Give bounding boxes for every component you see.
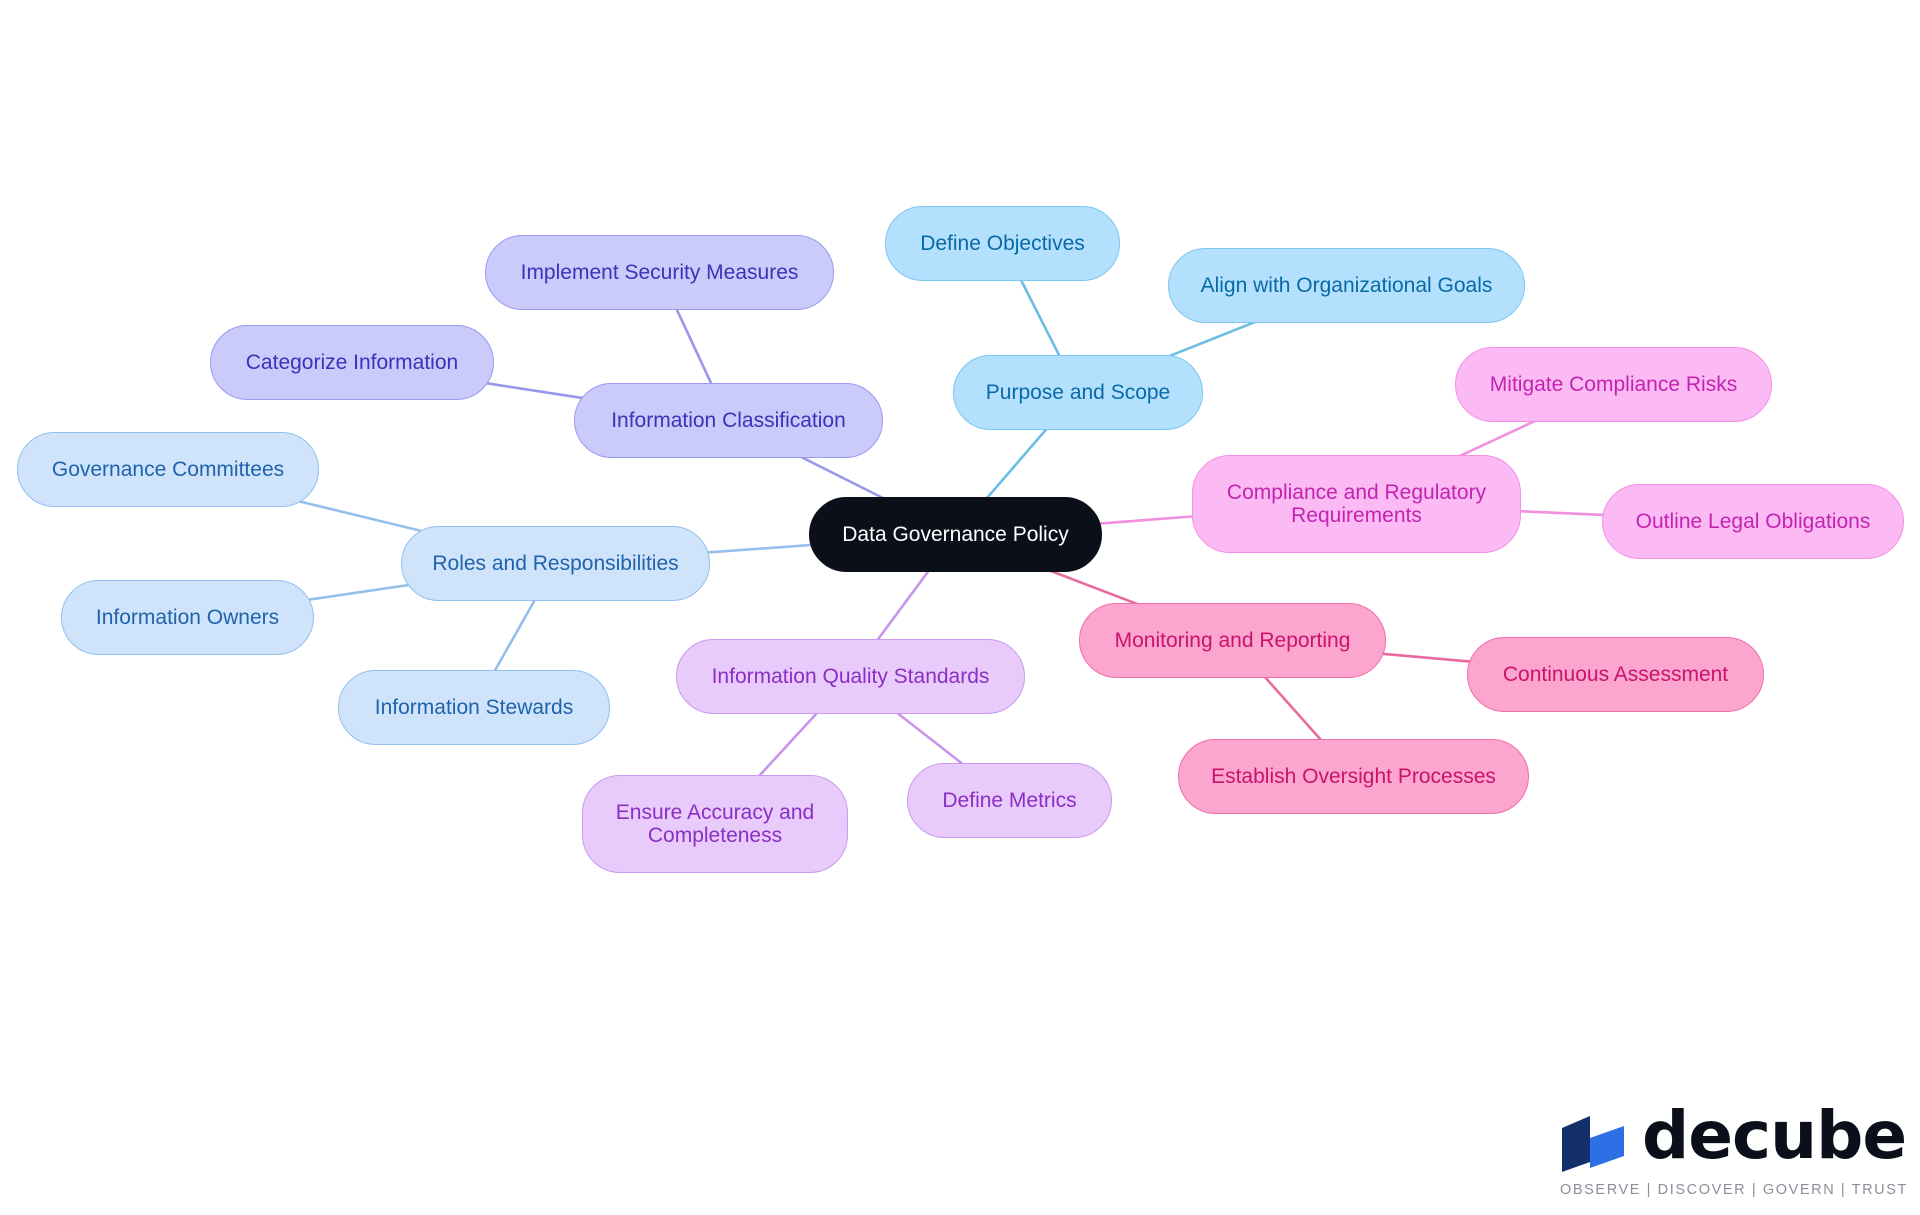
node-define-objectives: Define Objectives bbox=[885, 206, 1120, 281]
node-governance-committees: Governance Committees bbox=[17, 432, 319, 507]
logo-tagline: OBSERVE | DISCOVER | GOVERN | TRUST bbox=[1560, 1182, 1908, 1198]
decube-logo-mark-icon bbox=[1562, 1116, 1624, 1172]
node-align-with-organizational-goals: Align with Organizational Goals bbox=[1168, 248, 1525, 323]
logo-mark-dark-shape bbox=[1562, 1116, 1590, 1172]
node-purpose-and-scope: Purpose and Scope bbox=[953, 355, 1203, 430]
node-information-quality-standards: Information Quality Standards bbox=[676, 639, 1025, 714]
node-monitoring-and-reporting: Monitoring and Reporting bbox=[1079, 603, 1386, 678]
node-information-classification: Information Classification bbox=[574, 383, 883, 458]
node-information-owners: Information Owners bbox=[61, 580, 314, 655]
node-mitigate-compliance-risks: Mitigate Compliance Risks bbox=[1455, 347, 1772, 422]
node-compliance-and-regulatory-requirements: Compliance and Regulatory Requirements bbox=[1192, 455, 1521, 553]
node-information-stewards: Information Stewards bbox=[338, 670, 610, 745]
node-establish-oversight-processes: Establish Oversight Processes bbox=[1178, 739, 1529, 814]
node-ensure-accuracy-and-completeness: Ensure Accuracy and Completeness bbox=[582, 775, 848, 873]
node-define-metrics: Define Metrics bbox=[907, 763, 1112, 838]
node-outline-legal-obligations: Outline Legal Obligations bbox=[1602, 484, 1904, 559]
node-continuous-assessment: Continuous Assessment bbox=[1467, 637, 1764, 712]
node-data-governance-policy: Data Governance Policy bbox=[809, 497, 1102, 572]
node-roles-and-responsibilities: Roles and Responsibilities bbox=[401, 526, 710, 601]
node-implement-security-measures: Implement Security Measures bbox=[485, 235, 834, 310]
node-categorize-information: Categorize Information bbox=[210, 325, 494, 400]
logo-mark-light-shape bbox=[1590, 1126, 1624, 1168]
logo-wordmark: decube bbox=[1642, 1097, 1907, 1174]
decube-logo: decube OBSERVE | DISCOVER | GOVERN | TRU… bbox=[1560, 1097, 1908, 1202]
